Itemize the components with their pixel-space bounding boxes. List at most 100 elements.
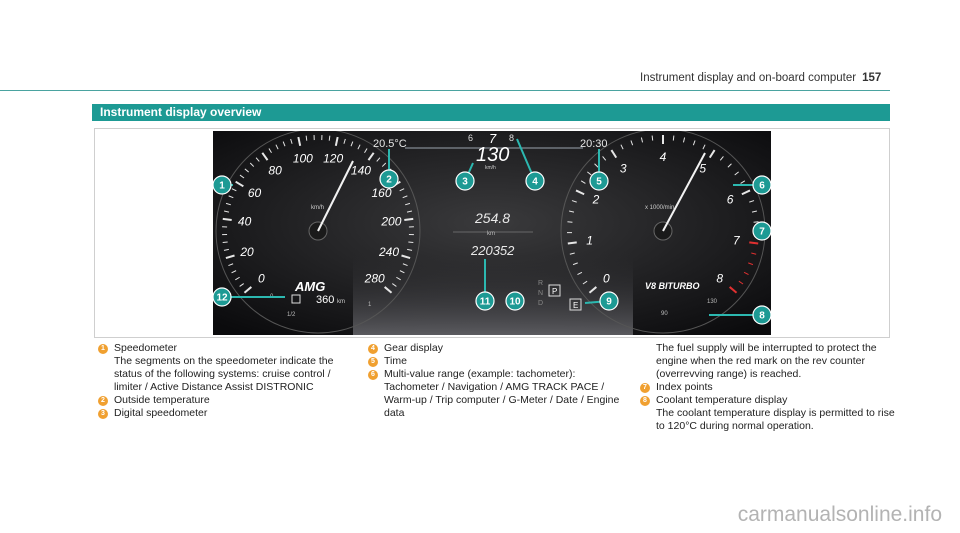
legend-title: Digital speedometer (114, 407, 208, 419)
tacho-tick (702, 144, 706, 150)
speedo-tick (225, 202, 231, 206)
speedo-tick (328, 135, 331, 141)
speedo-tick (343, 138, 346, 144)
tacho-tick (727, 163, 732, 168)
legend-number: 8 (640, 396, 650, 406)
legend-title: Time (384, 355, 407, 367)
speedo-tick (282, 141, 286, 147)
speedo-tick (297, 136, 302, 147)
speedo-tick (396, 276, 401, 281)
digital-speed-unit: km/h (485, 165, 496, 171)
callout-marker (379, 169, 399, 189)
tacho-tick (682, 137, 686, 143)
speedo-tick (231, 270, 237, 274)
tacho-tick (594, 163, 599, 168)
speedo-tick (268, 148, 272, 154)
tacho-tick (630, 140, 634, 146)
callout-marker (752, 221, 771, 241)
callout-marker (475, 291, 495, 311)
tacho-tick (743, 271, 749, 276)
legend-number: 5 (368, 357, 378, 367)
coolant-scale-low: 90 (661, 311, 668, 317)
speedo-tick (222, 217, 232, 221)
tacho-tick (749, 200, 755, 203)
speedo-tick (223, 248, 229, 251)
callout-marker (213, 175, 232, 195)
legend-number: 4 (368, 344, 378, 354)
speedo-tick (384, 286, 393, 294)
gear-selector-d: D (538, 300, 543, 307)
callout-marker (752, 305, 771, 325)
legend-item: 7 Index points (640, 381, 900, 394)
range-unit: km (337, 299, 345, 305)
legend-description: The coolant temperature display is permi… (656, 407, 895, 432)
header-rule (0, 90, 890, 91)
tacho-tick (708, 149, 716, 159)
digital-speed: 130 (476, 144, 509, 166)
odometer: 220352 (470, 243, 515, 258)
speedo-tick (407, 248, 413, 251)
callout-marker (505, 291, 525, 311)
drive-program-box (569, 298, 582, 311)
callout-number: 6 (759, 181, 765, 192)
speedo-label: 280 (364, 272, 385, 286)
tacho-tick (610, 149, 618, 159)
speedo-tick (249, 162, 255, 167)
tacho-label: 8 (716, 272, 723, 286)
fuel-pump-icon (291, 294, 301, 304)
callout-number: 8 (759, 311, 765, 322)
speedo-tick (239, 283, 244, 287)
speedo-label: 40 (238, 215, 252, 229)
gear-right: 8 (509, 133, 514, 143)
speedo-tick (404, 217, 414, 221)
speedo-tick (399, 270, 405, 274)
coolant-scale-high: 130 (707, 299, 718, 305)
range-value: 360 (316, 294, 334, 306)
section-title: Instrument display overview (100, 105, 262, 119)
callout-number: 1 (219, 181, 225, 192)
tacho-label: 0 (603, 272, 610, 286)
speedo-label: 100 (293, 152, 313, 166)
drive-program: E (573, 301, 578, 310)
speedo-tick (231, 188, 237, 192)
tacho-tick (738, 280, 744, 285)
legend-item: 6 Multi-value range (example: tachometer… (368, 368, 628, 420)
callout-number: 3 (462, 177, 468, 188)
tacho-tick (640, 137, 644, 143)
callout-number: 10 (509, 297, 521, 308)
callout-number: 7 (759, 227, 765, 238)
chapter-title: Instrument display and on-board computer (640, 72, 857, 84)
legend-item: 5 Time (368, 355, 628, 368)
speedo-tick (381, 162, 387, 167)
gear-selector-n: N (538, 290, 543, 297)
speedo-needle (317, 160, 354, 232)
tacho-tick (751, 210, 758, 213)
callout-number: 12 (216, 293, 228, 304)
speedo-label: 200 (380, 215, 401, 229)
legend-body: Multi-value range (example: tachometer):… (384, 368, 628, 420)
speedo-tick (290, 138, 293, 144)
speedo-tick (402, 263, 408, 267)
speedo-tick (228, 195, 234, 199)
tacho-tick (748, 262, 754, 266)
trip-unit: km (487, 231, 495, 237)
tacho-tick (582, 280, 588, 285)
speedo-tick (357, 144, 361, 150)
speedo-tick (392, 283, 397, 287)
legend-item: 2 Outside temperature (98, 394, 353, 407)
gear-left: 6 (468, 133, 473, 143)
legend-column-2: 4 Gear display 5 Time 6 Multi-value rang… (368, 342, 628, 420)
tacho-tick (719, 156, 724, 161)
speedo-tick (376, 157, 381, 162)
watermark: carmanualsonline.info (737, 503, 942, 526)
tacho-label: 1 (586, 234, 593, 248)
legend-title: Speedometer (114, 342, 178, 354)
legend-title: Outside temperature (114, 394, 210, 406)
legend-item: 1 Speedometer The segments on the speedo… (98, 342, 353, 394)
tacho-tick (572, 262, 578, 266)
tacho-tick (620, 144, 624, 150)
tacho-label: 7 (733, 234, 741, 248)
tacho-label: 5 (699, 162, 706, 176)
